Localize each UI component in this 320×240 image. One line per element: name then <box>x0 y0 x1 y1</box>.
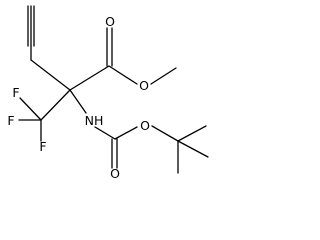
atom-label-o-methoxy: O <box>139 78 149 93</box>
bond-ester-c-o <box>108 65 138 85</box>
bond-o-methyl <box>150 67 177 85</box>
atom-label-f-top: F <box>12 85 19 100</box>
atom-label-o-carbamate-carbonyl: O <box>110 166 120 181</box>
bond-tbu-methyl-right <box>177 140 209 158</box>
atom-label-f-bottom: F <box>39 139 46 154</box>
bond-ch2-alpha <box>30 59 71 91</box>
bond-alpha-ester-carbon <box>69 65 110 91</box>
bond-c-f-top <box>19 97 42 121</box>
bond-n-carbamate-carbon <box>94 126 116 140</box>
atom-label-f-left: F <box>7 113 14 128</box>
alkyne-triple-bond <box>27 5 35 47</box>
bond-o-quaternary-carbon <box>151 125 179 142</box>
atom-label-nh: NH <box>85 113 104 128</box>
bond-carbamate-c-o <box>114 126 138 140</box>
bond-alpha-cf3 <box>40 89 71 121</box>
bond-alpha-n <box>69 89 87 114</box>
bond-tbu-methyl-up <box>177 125 207 142</box>
atom-label-o-carbamate-ether: O <box>140 118 150 133</box>
structure-diagram: O O NH F F F O O <box>7 5 209 181</box>
atom-label-o-carbonyl-ester: O <box>105 14 115 29</box>
